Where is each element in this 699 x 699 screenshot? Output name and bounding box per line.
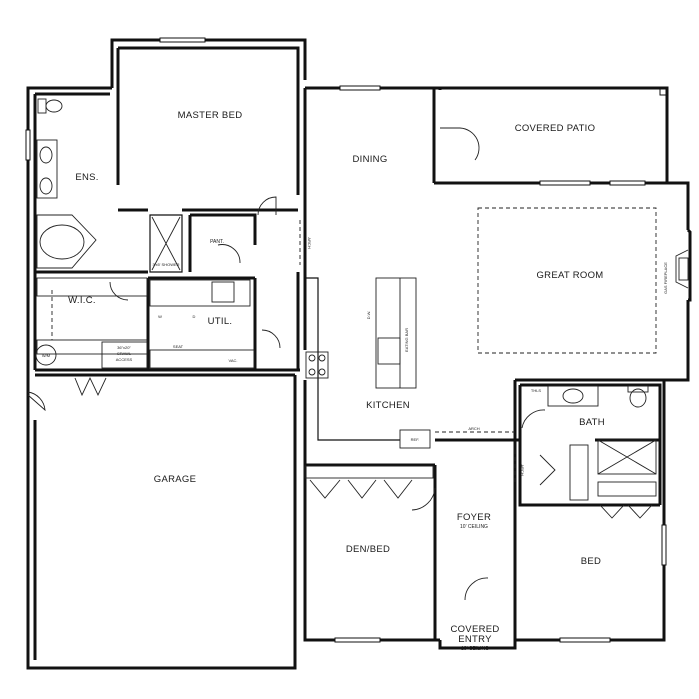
annotation-seat: SEAT — [173, 344, 184, 349]
annotation-vac: VAC. — [228, 358, 237, 363]
gas-fireplace-symbol — [675, 249, 689, 289]
label-wic: W.I.C. — [68, 295, 96, 306]
annotation-eating-bar: EATING BAR — [404, 328, 409, 352]
doors — [27, 127, 653, 601]
annotation-dw: D.W. — [366, 311, 371, 320]
annotations: ARCH ARCH ARCH GAS FIREPLACE EATING BAR … — [42, 237, 668, 475]
label-pant: PANT. — [210, 239, 224, 245]
annotation-arch-bath: ARCH — [520, 464, 525, 475]
label-dining: DINING — [352, 154, 387, 165]
label-covered-entry-1: COVERED — [450, 624, 499, 635]
annotation-thls: THLS — [531, 388, 542, 393]
label-covered-patio: COVERED PATIO — [515, 123, 596, 134]
windows — [25, 37, 667, 643]
annotation-crawl-2: CRAWL — [117, 351, 132, 356]
annotation-crawl-3: ACCESS — [116, 357, 133, 362]
label-covered-entry-ceiling: 10' CEILING — [461, 646, 489, 652]
room-labels: MASTER BED DINING COVERED PATIO ENS. PAN… — [68, 110, 605, 652]
label-master-bed: MASTER BED — [178, 110, 243, 121]
annotation-ref: REF. — [411, 437, 420, 442]
label-kitchen: KITCHEN — [366, 400, 410, 411]
label-den-bed: DEN/BED — [346, 544, 390, 555]
label-great-room: GREAT ROOM — [536, 270, 603, 281]
annotation-arch-dining: ARCH — [307, 237, 312, 248]
annotation-arch-foyer: ARCH — [468, 426, 479, 431]
label-garage: GARAGE — [154, 474, 196, 485]
label-bed: BED — [581, 556, 601, 567]
interior-walls — [33, 46, 662, 660]
dashed-features — [299, 207, 657, 485]
annotation-w: W — [158, 314, 162, 319]
patio-post — [659, 87, 668, 96]
label-foyer: FOYER — [457, 512, 491, 523]
annotation-d: D — [193, 314, 196, 319]
label-ens: ENS. — [75, 172, 98, 183]
label-foyer-ceiling: 10' CEILING — [460, 524, 488, 530]
fixtures — [35, 98, 657, 501]
label-shower: 3'x5' SHOWER — [152, 262, 179, 267]
label-util: UTIL. — [208, 316, 233, 327]
annotation-wm: W/M — [42, 353, 50, 358]
label-covered-entry-2: ENTRY — [458, 634, 492, 645]
annotation-crawl-1: 36"x20" — [117, 345, 131, 350]
annotation-gas-fireplace: GAS FIREPLACE — [663, 262, 668, 294]
label-bath: BATH — [579, 417, 605, 428]
